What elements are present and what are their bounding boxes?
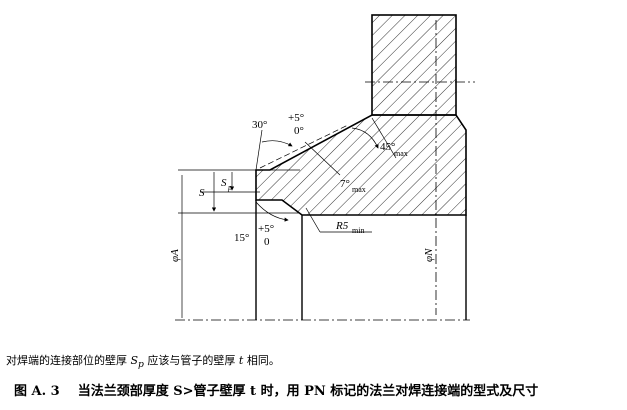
label-angle-7: 7° bbox=[340, 178, 350, 190]
arc-30 bbox=[261, 140, 293, 147]
footnote-post: 相同。 bbox=[243, 354, 280, 367]
label-tol-top-plus: +5° bbox=[288, 112, 304, 124]
line-45 bbox=[371, 117, 397, 159]
label-angle-45: 45° bbox=[380, 141, 395, 153]
bevel-line-diag bbox=[259, 124, 349, 169]
pipe-section bbox=[371, 14, 457, 116]
footnote-mid: 应该与管子的壁厚 bbox=[143, 354, 239, 367]
label-radius: R5 bbox=[335, 220, 349, 232]
figure-number: 图 A. 3 bbox=[14, 384, 60, 399]
label-angle-15: 15° bbox=[234, 232, 249, 244]
footnote-sub: p bbox=[138, 359, 144, 371]
footnote-pre: 对焊端的连接部位的壁厚 bbox=[6, 354, 131, 367]
label-dim-Sp: S bbox=[221, 177, 227, 189]
line-7 bbox=[304, 141, 341, 176]
label-dia-A: φA bbox=[169, 249, 181, 262]
radius-leader bbox=[305, 207, 321, 233]
label-angle-30: 30° bbox=[252, 119, 267, 131]
label-dim-Sp-sub: p bbox=[227, 183, 232, 192]
footnote-t: t bbox=[238, 354, 244, 367]
flange-weld-end-drawing: 30° +5° 0° 45° max 7° max S S p 15° +5° … bbox=[169, 14, 475, 321]
label-tol-bot-plus: +5° bbox=[258, 223, 274, 235]
label-angle-7-sub: max bbox=[352, 185, 366, 194]
label-dia-N: φN bbox=[423, 248, 435, 262]
arc-45 bbox=[351, 127, 379, 149]
label-radius-sub: min bbox=[352, 226, 364, 235]
footnote-sym: S bbox=[130, 354, 139, 367]
label-angle-45-sub: max bbox=[394, 149, 408, 158]
label-tol-top-zero: 0° bbox=[294, 125, 304, 137]
figure-title: 当法兰颈部厚度 S>管子壁厚 t 时，用 PN 标记的法兰对焊连接端的型式及尺寸 bbox=[77, 384, 539, 399]
figure-caption: 图 A. 3 当法兰颈部厚度 S>管子壁厚 t 时，用 PN 标记的法兰对焊连接端… bbox=[14, 380, 538, 399]
label-tol-bot-zero: 0 bbox=[264, 236, 270, 248]
label-dim-S: S bbox=[199, 187, 205, 199]
bevel-line-30 bbox=[255, 129, 263, 171]
arc-15 bbox=[255, 201, 289, 222]
footnote: 对焊端的连接部位的壁厚 Sp 应该与管子的壁厚 t 相同。 bbox=[6, 352, 280, 370]
